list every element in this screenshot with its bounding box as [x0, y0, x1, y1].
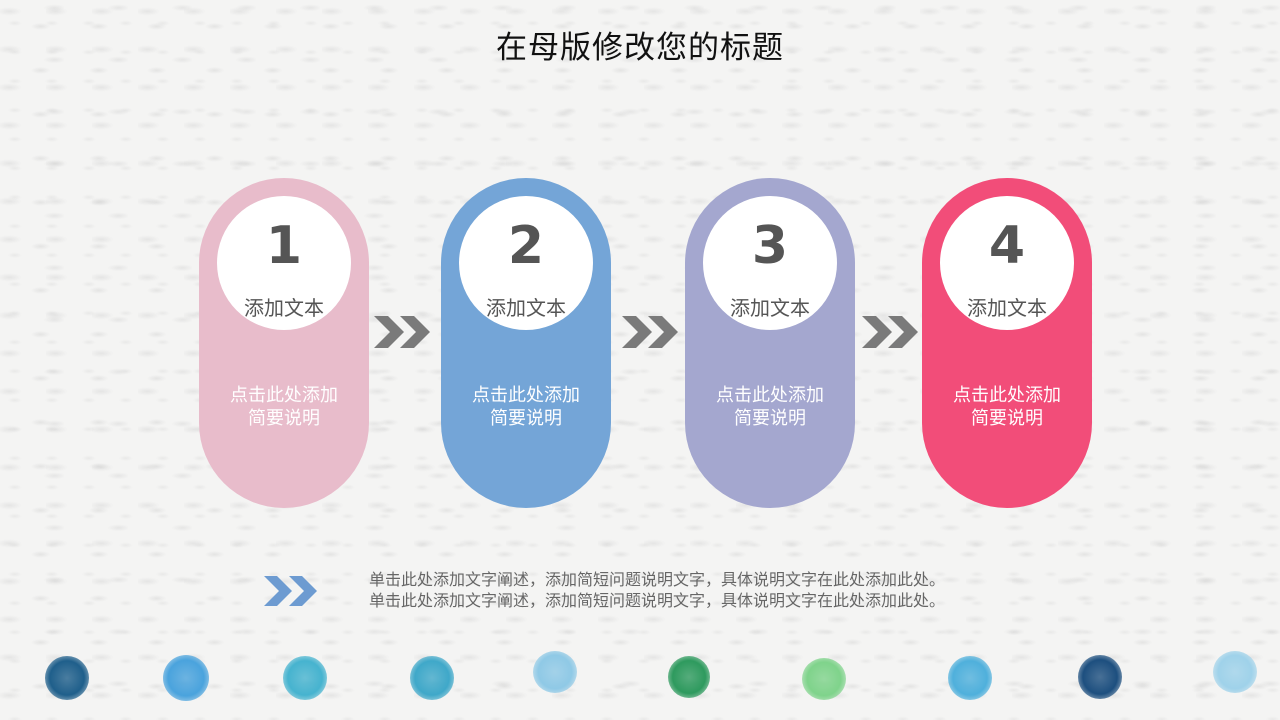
decor-dot: [802, 658, 846, 700]
step-description: 点击此处添加 简要说明: [695, 384, 845, 430]
step-label: 添加文本: [967, 296, 1047, 320]
double-chevron-right-icon: [374, 316, 430, 348]
step-description: 点击此处添加 简要说明: [932, 384, 1082, 430]
step-card-3[interactable]: 3 添加文本 点击此处添加 简要说明: [685, 178, 855, 508]
step-description: 点击此处添加 简要说明: [451, 384, 601, 430]
decor-dot: [163, 655, 209, 701]
note-line-1: 单击此处添加文字阐述，添加简短问题说明文字，具体说明文字在此处添加此处。: [369, 570, 946, 589]
note-line-2: 单击此处添加文字阐述，添加简短问题说明文字，具体说明文字在此处添加此处。: [369, 591, 946, 610]
decor-dot: [283, 656, 327, 700]
step-card-2[interactable]: 2 添加文本 点击此处添加 简要说明: [441, 178, 611, 508]
step-label: 添加文本: [244, 296, 324, 320]
step-number-circle: 3 添加文本: [703, 196, 837, 330]
step-number: 1: [265, 216, 303, 276]
step-description-line1: 点击此处添加: [230, 385, 338, 406]
decor-dot: [1078, 655, 1122, 699]
double-chevron-right-icon: [622, 316, 678, 348]
double-chevron-right-icon: [862, 316, 918, 348]
step-description-line2: 简要说明: [490, 408, 562, 429]
step-description-line2: 简要说明: [248, 408, 320, 429]
step-card-1[interactable]: 1 添加文本 点击此处添加 简要说明: [199, 178, 369, 508]
step-number-circle: 2 添加文本: [459, 196, 593, 330]
step-card-4[interactable]: 4 添加文本 点击此处添加 简要说明: [922, 178, 1092, 508]
step-description: 点击此处添加 简要说明: [209, 384, 359, 430]
decor-dot: [948, 656, 992, 700]
step-number-circle: 4 添加文本: [940, 196, 1074, 330]
step-description-line1: 点击此处添加: [953, 385, 1061, 406]
step-number: 3: [751, 216, 789, 276]
step-label: 添加文本: [486, 296, 566, 320]
step-label: 添加文本: [730, 296, 810, 320]
note-text: 单击此处添加文字阐述，添加简短问题说明文字，具体说明文字在此处添加此处。 单击此…: [369, 569, 1049, 611]
step-description-line1: 点击此处添加: [716, 385, 824, 406]
decor-dot: [45, 656, 89, 700]
step-number: 2: [507, 216, 545, 276]
step-number-circle: 1 添加文本: [217, 196, 351, 330]
step-description-line2: 简要说明: [734, 408, 806, 429]
step-description-line1: 点击此处添加: [472, 385, 580, 406]
step-description-line2: 简要说明: [971, 408, 1043, 429]
page-title: 在母版修改您的标题: [496, 30, 784, 66]
double-chevron-right-icon: [264, 576, 317, 606]
decor-dot: [410, 656, 454, 700]
step-number: 4: [988, 216, 1026, 276]
decor-dot: [668, 656, 710, 698]
decor-dot: [1213, 651, 1257, 693]
decor-dot: [533, 651, 577, 693]
